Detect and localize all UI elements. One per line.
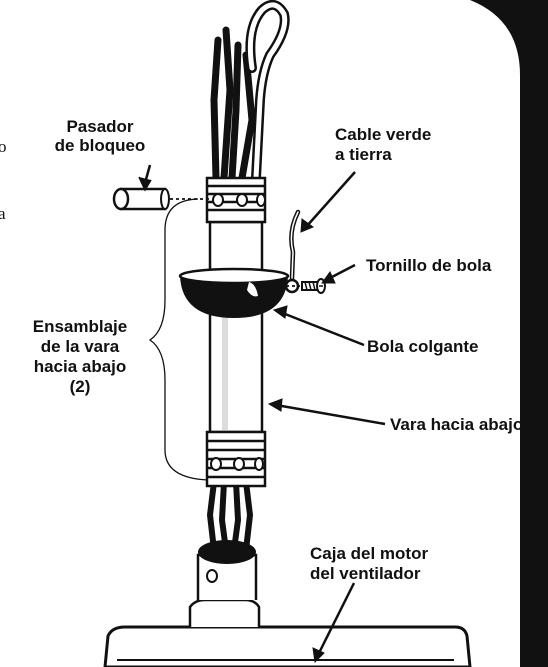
leader-arrows	[138, 164, 386, 664]
ground-wire	[284, 209, 301, 294]
motor-housing	[103, 540, 472, 667]
label-ensamblaje-line1: Ensamblaje	[33, 317, 128, 336]
edge-text-o: o	[0, 137, 7, 156]
lower-wires	[206, 479, 254, 553]
upper-wires	[210, 26, 256, 182]
label-ensamblaje: Ensamblaje de la vara hacia abajo (2)	[33, 317, 128, 396]
label-vara: Vara hacia abajo	[390, 415, 523, 434]
label-pasador-line1: Pasador	[66, 117, 133, 136]
label-cable: Cable verde a tierra	[335, 125, 431, 164]
downrod	[205, 176, 267, 488]
label-bola: Bola colgante	[367, 337, 478, 356]
page-frame	[470, 0, 548, 667]
label-cable-line2: a tierra	[335, 145, 392, 164]
label-ensamblaje-line2: de la vara	[41, 337, 120, 356]
label-ensamblaje-line3: hacia abajo	[34, 357, 127, 376]
label-caja: Caja del motor del ventilador	[310, 544, 428, 583]
safety-loop	[245, 0, 290, 183]
label-pasador-line2: de bloqueo	[55, 136, 146, 155]
label-pasador: Pasador de bloqueo	[55, 117, 146, 155]
label-caja-line2: del ventilador	[310, 564, 421, 583]
locking-pin	[112, 187, 212, 211]
label-tornillo: Tornillo de bola	[366, 256, 492, 275]
assembly-bracket	[148, 198, 209, 481]
edge-text-a: a	[0, 204, 6, 223]
label-caja-line1: Caja del motor	[310, 544, 428, 563]
label-ensamblaje-line4: (2)	[70, 377, 91, 396]
label-cable-line1: Cable verde	[335, 125, 431, 144]
hanger-ball	[178, 267, 290, 318]
